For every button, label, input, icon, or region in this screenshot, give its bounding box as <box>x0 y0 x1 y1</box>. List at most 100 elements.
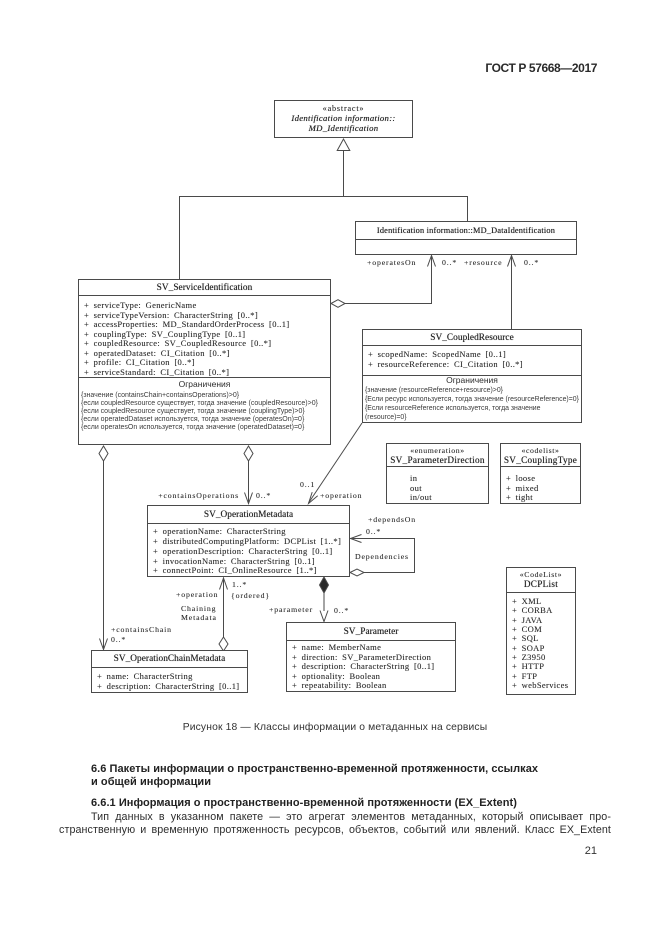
codelist-value: + HTTP <box>512 661 545 672</box>
attribute-line: + repeatability: Boolean <box>292 680 387 691</box>
parameter-arrow-icon <box>319 610 329 623</box>
codelist-value: + tight <box>506 492 533 503</box>
attribute-line: + operationName: CharacterString <box>153 526 286 537</box>
containsoperations-diamond-icon <box>243 445 254 462</box>
attribute-line: + invocationName: CharacterString [0..1] <box>153 555 315 566</box>
body-paragraph-line1: Тип данных в указанном пакете — это агре… <box>91 811 611 823</box>
constraints-title: Ограничения <box>178 379 231 389</box>
label-ordered: {ordered} <box>231 591 270 600</box>
class-header: «codelist» SV_CouplingType <box>501 444 580 467</box>
attribute-line: + coupledResource: SV_CoupledResource [0… <box>84 338 272 348</box>
class-name-line2: MD_Identification <box>308 123 379 133</box>
body-paragraph-line2: странственную и временную протяженность … <box>59 824 611 836</box>
label-chain-operation-mult: 1..* <box>232 580 248 589</box>
attribute-line: + serviceStandard: CI_Citation [0..*] <box>84 366 230 377</box>
label-dependencies-name: Dependencies <box>355 552 409 561</box>
class-header: «CodeList» DCPList <box>507 568 575 593</box>
attribute-line: + description: CharacterString [0..1] <box>97 680 240 691</box>
operateson-arrow-icon <box>427 254 436 267</box>
constraint-line: {если coupledResource существует, тогда … <box>81 400 318 408</box>
class-md-dataidentification: Identification information::MD_DataIdent… <box>355 221 577 255</box>
chaining-diamond-icon <box>218 636 229 652</box>
dependson-loop-line <box>350 538 415 573</box>
codelist-value: + FTP <box>512 670 538 681</box>
class-sv-couplingtype: «codelist» SV_CouplingType + loose+ mixe… <box>500 443 581 504</box>
codelist-value: + SOAP <box>512 642 545 653</box>
label-operateson-role: +operatesOn <box>367 258 417 267</box>
class-stereotype: «abstract» <box>322 104 365 113</box>
constraint-line: {если operatesOn используется, тогда зна… <box>81 424 305 432</box>
attribute-line: + accessProperties: MD_StandardOrderProc… <box>84 319 290 329</box>
class-stereotype: «enumeration» <box>410 446 465 455</box>
class-attributes: + name: CharacterString+ description: Ch… <box>92 668 247 691</box>
attribute-line: + name: MemberName <box>292 642 382 653</box>
label-operateson-mult: 0..* <box>442 258 458 267</box>
class-stereotype: «CodeList» <box>519 570 563 579</box>
attribute-line: + operationDescription: CharacterString … <box>153 545 333 556</box>
label-resource-role: +resource <box>464 258 503 267</box>
enum-value: out <box>410 482 422 493</box>
label-operation-mult: 0..1 <box>300 480 316 489</box>
class-sv-operationchainmetadata: SV_OperationChainMetadata + name: Charac… <box>91 650 248 693</box>
enum-value: in <box>410 473 418 483</box>
class-name: SV_ParameterDirection <box>390 455 485 465</box>
class-title: SV_CoupledResource <box>363 330 581 346</box>
class-sv-operationmetadata: SV_OperationMetadata + operationName: Ch… <box>147 505 350 577</box>
attribute-line: + name: CharacterString <box>97 671 193 681</box>
dependson-arrow-icon <box>349 534 362 543</box>
class-title: SV_OperationChainMetadata <box>92 651 247 668</box>
label-resource-mult: 0..* <box>524 258 540 267</box>
page-number: 21 <box>584 845 597 857</box>
constraints-title: Ограничения <box>446 375 498 385</box>
attribute-line: + scopedName: ScopedName [0..1] <box>368 349 507 359</box>
constraint-line: {значение (resourceReference+resource)>0… <box>365 386 503 394</box>
label-containschain-mult: 0..* <box>111 635 127 644</box>
generalization-branch <box>179 196 468 279</box>
class-constraints: Ограничения {значение (containsChain+con… <box>79 378 330 432</box>
attribute-line: + connectPoint: CI_OnlineResource [1..*] <box>153 565 317 576</box>
label-operation-role: +operation <box>320 491 363 500</box>
class-md-identification: «abstract» Identification information:: … <box>274 100 413 138</box>
class-title: SV_OperationMetadata <box>148 506 349 524</box>
attribute-line: + serviceType: GenericName <box>84 300 197 310</box>
attribute-line: + profile: CI_Citation [0..*] <box>84 357 195 367</box>
operation-arrow-icon <box>307 491 319 505</box>
enum-value: in/out <box>410 492 432 503</box>
class-stereotype: «codelist» <box>521 446 560 455</box>
class-title: Identification information::MD_DataIdent… <box>356 222 576 240</box>
codelist-value: + loose <box>506 473 536 483</box>
class-attributes: + name: MemberName+ direction: SV_Parame… <box>287 641 455 691</box>
label-containsoperations-mult: 0..* <box>256 491 272 500</box>
codelist-value: + JAVA <box>512 614 543 625</box>
section-6-6-heading: 6.6 Пакеты информации о пространственно-… <box>91 763 538 788</box>
class-name: SV_CouplingType <box>503 455 578 465</box>
attribute-line: + resourceReference: CI_Citation [0..*] <box>368 359 523 369</box>
label-dependson-role: +dependsOn <box>368 515 416 524</box>
class-attributes: + scopedName: ScopedName [0..1]+ resourc… <box>363 346 581 376</box>
section-6-6-heading-line2: и общей информации <box>91 775 212 788</box>
label-parameter-role: +parameter <box>269 605 314 614</box>
class-sv-serviceidentification: SV_ServiceIdentification + serviceType: … <box>78 279 331 445</box>
attribute-line: + operatedDataset: CI_Citation [0..*] <box>84 347 230 358</box>
section-6-6-heading-line1: 6.6 Пакеты информации о пространственно-… <box>91 763 539 775</box>
label-chaining-line1: Chaining <box>181 604 217 613</box>
constraint-line: {если operatedDataset используется, тогд… <box>81 416 305 424</box>
containschain-diamond-icon <box>98 445 109 462</box>
codelist-value: + webServices <box>512 680 569 691</box>
attribute-line: + optionality: Boolean <box>292 670 381 681</box>
class-constraints: Ограничения {значение (resourceReference… <box>363 375 581 422</box>
parameter-filled-diamond-icon <box>318 575 330 595</box>
constraints-list: {значение (resourceReference+resource)>0… <box>363 386 581 422</box>
containschain-arrow-icon <box>99 638 108 651</box>
codelist-value: + Z3950 <box>512 652 546 663</box>
constraint-line: {Если ресурс используется, тогда значени… <box>365 395 579 403</box>
codelist-value: + CORBA <box>512 605 553 616</box>
class-header: «enumeration» SV_ParameterDirection <box>387 444 488 467</box>
class-sv-parameter: SV_Parameter + name: MemberName+ directi… <box>286 622 456 692</box>
operation-diagonal-line <box>308 422 363 504</box>
codelist-value: + mixed <box>506 482 539 493</box>
section-6-6-1-heading: 6.6.1 Информация о пространственно-време… <box>91 797 517 809</box>
